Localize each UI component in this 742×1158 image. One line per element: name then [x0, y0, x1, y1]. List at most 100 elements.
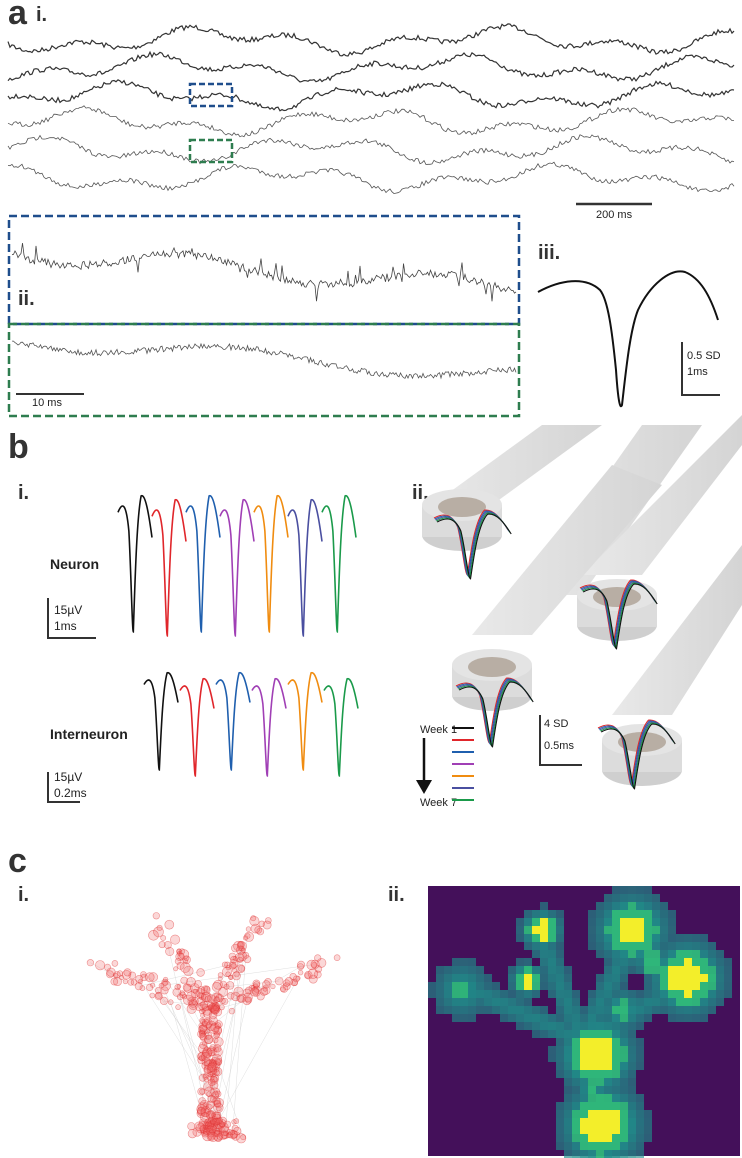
trajectory-path: [206, 1005, 212, 1053]
neuron-waveform: [321, 495, 357, 633]
heatmap-cell: [468, 982, 476, 990]
heatmap-cell: [572, 1062, 580, 1070]
heatmap-cell: [524, 1022, 532, 1030]
heatmap-cell: [476, 982, 484, 990]
trajectory-path: [170, 1002, 207, 1131]
spike-location: [203, 1127, 211, 1135]
heatmap-cell: [444, 1006, 452, 1014]
heatmap-cell: [524, 990, 532, 998]
trajectory-path: [256, 966, 301, 993]
heatmap-cell: [724, 982, 732, 990]
heatmap-cell: [692, 974, 700, 982]
raw-trace: [7, 134, 735, 166]
heatmap-cell: [644, 942, 652, 950]
heatmap-cell: [716, 950, 724, 958]
heatmap-cell: [668, 950, 676, 958]
heatmap-cell: [524, 1014, 532, 1022]
heatmap-cell: [540, 1030, 548, 1038]
spike-location: [200, 985, 211, 995]
spike-location: [175, 1004, 181, 1010]
heatmap-cell: [700, 1006, 708, 1014]
heatmap-cell: [612, 1006, 620, 1014]
heatmap-cell: [516, 918, 524, 926]
heatmap-cell: [604, 1142, 612, 1150]
heatmap-cell: [660, 918, 668, 926]
heatmap-cell: [516, 934, 524, 942]
spike-location: [196, 1107, 206, 1116]
heatmap-cell: [636, 1038, 644, 1046]
heatmap-cell: [660, 902, 668, 910]
neuron-waveform: [287, 499, 323, 637]
spike-location: [183, 965, 194, 977]
spike-location: [216, 1117, 223, 1124]
heatmap-cell: [604, 998, 612, 1006]
heatmap-cell: [580, 1046, 588, 1054]
heatmap-cell: [684, 942, 692, 950]
heatmap-cell: [660, 974, 668, 982]
heatmap-cell: [628, 1006, 636, 1014]
heatmap-cell: [580, 1014, 588, 1022]
spike-location: [160, 980, 171, 991]
heatmap-cell: [572, 1054, 580, 1062]
spike-location: [207, 1094, 216, 1103]
heatmap-cell: [620, 910, 628, 918]
heatmap-cell: [580, 1094, 588, 1102]
zoom-scale-label: 10 ms: [32, 397, 62, 409]
heatmap-cell: [548, 926, 556, 934]
heatmap-cell: [476, 990, 484, 998]
heatmap-cell: [620, 926, 628, 934]
heatmap-cell: [684, 934, 692, 942]
heatmap-cell: [612, 966, 620, 974]
heatmap-cell: [716, 966, 724, 974]
spike-location: [216, 1133, 224, 1140]
heatmap-cell: [628, 1126, 636, 1134]
spike-location: [236, 940, 245, 949]
heatmap-cell: [588, 1134, 596, 1142]
heatmap-cell: [596, 1102, 604, 1110]
heatmap-cell: [444, 974, 452, 982]
heatmap-cell: [700, 934, 708, 942]
trajectory-path: [201, 988, 208, 1021]
heatmap-cell: [564, 1094, 572, 1102]
heatmap-cell: [644, 958, 652, 966]
spike-location: [194, 980, 202, 988]
spike-location: [214, 1037, 224, 1047]
spike-location: [212, 1096, 221, 1105]
raw-scale-label: 200 ms: [596, 209, 633, 221]
heatmap-cell: [724, 958, 732, 966]
heatmap-cell: [700, 974, 708, 982]
heatmap-cell: [556, 1022, 564, 1030]
heatmap-cell: [596, 950, 604, 958]
heatmap-cell: [668, 942, 676, 950]
heatmap-cell: [708, 966, 716, 974]
heatmap-cell: [556, 1102, 564, 1110]
heatmap-cell: [636, 998, 644, 1006]
heatmap-cell: [604, 902, 612, 910]
heatmap-cell: [532, 1022, 540, 1030]
heatmap-cell: [660, 910, 668, 918]
heatmap-cell: [620, 902, 628, 910]
heatmap-cell: [588, 1022, 596, 1030]
heatmap-cell: [604, 958, 612, 966]
heatmap-cell: [500, 998, 508, 1006]
electrode-waveform: [582, 583, 658, 650]
heatmap-cell: [644, 1006, 652, 1014]
heatmap-cell: [588, 910, 596, 918]
heatmap-cell: [612, 902, 620, 910]
spike-location: [251, 986, 260, 995]
heatmap-cell: [564, 1070, 572, 1078]
spike-location: [178, 949, 190, 960]
spike-location: [130, 979, 138, 986]
heatmap-cell: [628, 990, 636, 998]
heatmap-cell: [644, 910, 652, 918]
heatmap-cell: [556, 1030, 564, 1038]
heatmap-cell: [532, 926, 540, 934]
heatmap-cell: [612, 918, 620, 926]
heatmap-cell: [628, 1046, 636, 1054]
heatmap-cell: [660, 998, 668, 1006]
spike-location: [187, 1129, 197, 1139]
heatmap-cell: [596, 1078, 604, 1086]
heatmap-cell: [436, 998, 444, 1006]
spike-location: [150, 982, 156, 988]
heatmap-cell: [708, 1006, 716, 1014]
